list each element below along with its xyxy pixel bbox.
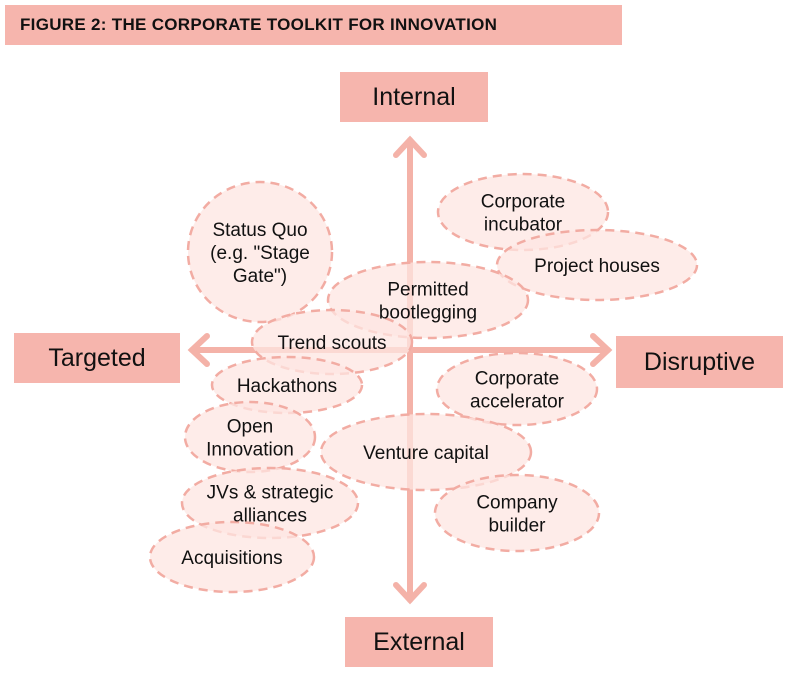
tool-label: Status Quo: [212, 220, 307, 241]
arrow-down-icon: [393, 582, 427, 605]
tool-label: Hackathons: [237, 376, 337, 397]
axis-label-targeted: Targeted: [14, 333, 180, 383]
tool-label: Acquisitions: [181, 548, 282, 569]
tool-label: Innovation: [206, 440, 294, 461]
tool-label: Project houses: [534, 256, 660, 277]
tool-label: Trend scouts: [277, 333, 386, 354]
arrow-left-icon: [187, 333, 210, 367]
tool-label: Permitted: [387, 280, 468, 301]
arrow-up-icon: [393, 135, 427, 158]
tool-label: incubator: [484, 215, 563, 236]
tool-label: (e.g. "Stage: [210, 243, 310, 264]
tool-label: JVs & strategic: [207, 483, 334, 504]
tool-label: alliances: [233, 506, 307, 527]
tool-label: builder: [488, 516, 546, 537]
axis-label-internal: Internal: [340, 72, 488, 122]
tool-ellipse: [186, 180, 334, 324]
tool-label: accelerator: [470, 392, 565, 413]
tool-labels: Status Quo(e.g. "StageGate")Corporateinc…: [181, 192, 660, 570]
axis-label-external: External: [345, 617, 493, 667]
tool-ellipse: [495, 228, 699, 302]
tool-label: Open: [227, 417, 273, 438]
tool-label: Corporate: [481, 192, 566, 213]
tool-ellipses: [148, 172, 699, 594]
tool-label: Gate"): [233, 266, 287, 287]
tool-label: Corporate: [475, 369, 560, 390]
tool-ellipse: [148, 520, 316, 594]
tool-ellipse: [433, 473, 601, 553]
axis-label-disruptive: Disruptive: [616, 336, 783, 388]
tool-label: Venture capital: [363, 443, 489, 464]
arrow-right-icon: [590, 333, 613, 367]
tool-ellipse: [210, 355, 364, 415]
tool-label: Company: [476, 493, 558, 514]
tool-label: bootlegging: [379, 303, 477, 324]
tool-ellipse: [180, 466, 360, 540]
tool-ellipse: [435, 351, 599, 427]
figure-title: FIGURE 2: THE CORPORATE TOOLKIT FOR INNO…: [5, 5, 622, 45]
tool-ellipse: [319, 412, 533, 492]
